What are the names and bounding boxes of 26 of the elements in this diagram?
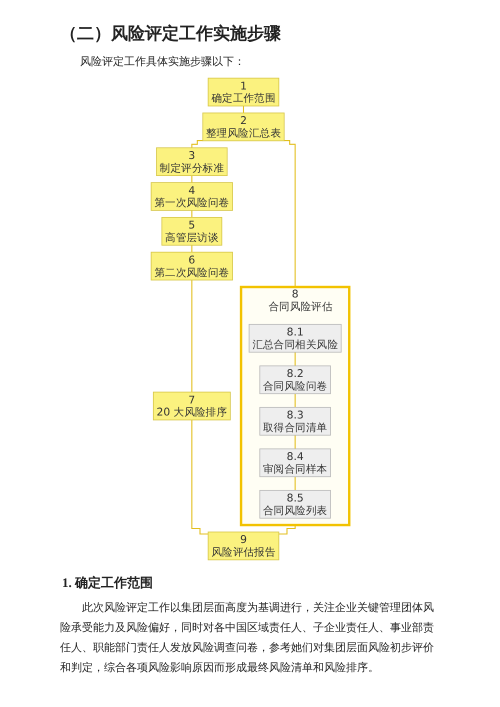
connector: [294, 393, 296, 408]
connector: [278, 524, 296, 535]
node-box: 8.2 合同风险问卷: [259, 365, 331, 394]
subsection-heading: 1. 确定工作范围: [62, 574, 153, 592]
node-box: 6 第二次风险问卷: [150, 252, 233, 280]
node-box: 3 制定评分标准: [156, 147, 228, 176]
node-box: 8.3 取得合同清单: [259, 406, 331, 436]
node-box: 4 第一次风险问卷: [150, 182, 233, 211]
body-paragraph: 此次风险评定工作以集团层面高度为基调进行，关注企业关键管理团体风险承受能力及风险偏好，同时对各中国区域责任人、子企业责任人、事业部责任人、职能部门责任人发放风险调查问卷，参考她们对集团层面风险初步评价和判定，综合各项风险影响原因而形成最终风险清单和风险排序。: [60, 600, 435, 676]
node-box: 8.1 汇总合同相关风险: [248, 324, 342, 353]
intro-text: 风险评定工作具体实施步骤以下：: [80, 54, 245, 69]
node-box: 1 确定工作范围: [208, 78, 280, 106]
node-box: 7 20 大风险排序: [152, 392, 231, 420]
connector: [284, 140, 296, 288]
node-box: 2 整理风险汇总表: [202, 112, 284, 142]
node-box: 5 高管层访谈: [161, 216, 222, 246]
connector: [191, 419, 208, 535]
node-box: 9 风险评估报告: [208, 532, 280, 560]
connector: [191, 280, 192, 393]
section-title: （二）风险评定工作实施步骤: [60, 23, 281, 45]
node-box: 8.4 审阅合同样本: [259, 448, 331, 478]
connector: [294, 352, 296, 366]
connector: [294, 434, 296, 450]
connector: [191, 140, 203, 148]
node-box: 8.5 合同风险列表: [259, 490, 331, 519]
connector: [294, 476, 296, 491]
